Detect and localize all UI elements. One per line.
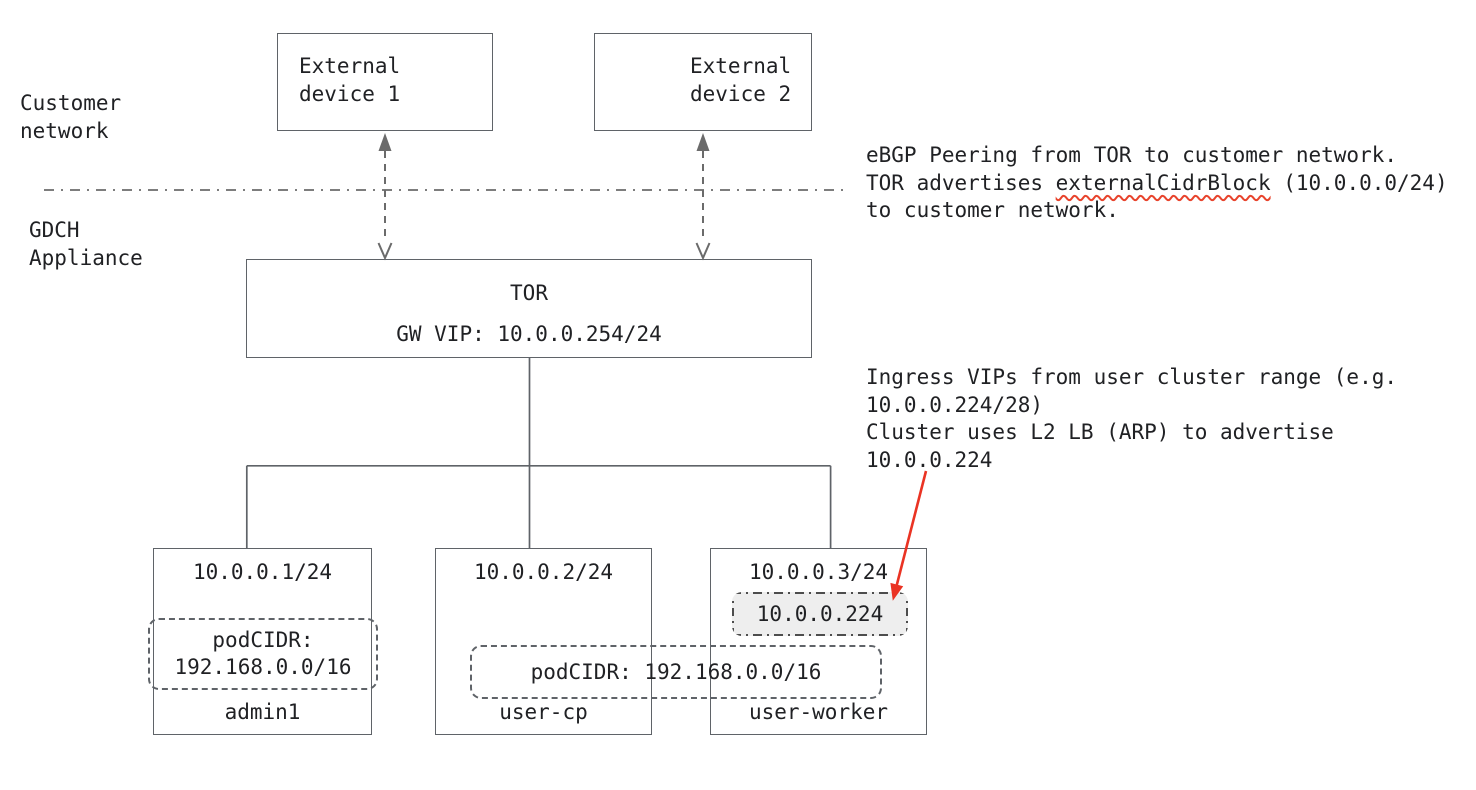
admin1-ip-label: 10.0.0.1/24 [192, 560, 333, 584]
ebgp-annotation-line2: TOR advertises externalCidrBlock (10.0.0… [866, 170, 1448, 198]
user-cp-node-box: 10.0.0.2/24 user-cp [435, 548, 652, 735]
tor-box: TOR GW VIP: 10.0.0.254/24 [246, 259, 812, 358]
ebgp-annotation-line3: to customer network. [866, 198, 1119, 222]
ebgp-link-2-down-arrowhead [695, 242, 711, 261]
tor-gw-vip-label: GW VIP: 10.0.0.254/24 [396, 322, 662, 346]
admin1-pod-cidr-box: podCIDR: 192.168.0.0/16 [148, 618, 378, 690]
ebgp-link-2-up-arrowhead [696, 133, 710, 151]
ebgp-peering-annotation: eBGP Peering from TOR to customer networ… [866, 142, 1448, 225]
ingress-vip-box: 10.0.0.224 [732, 592, 908, 636]
ebgp-line2-misspelling: externalCidrBlock [1055, 170, 1271, 195]
external-device-2-label: External device 2 [690, 54, 792, 106]
external-device-2-box: External device 2 [594, 33, 812, 131]
user-worker-name-label: user-worker [748, 700, 889, 724]
user-cp-ip-label: 10.0.0.2/24 [473, 560, 614, 584]
ingress-vip-annotation: Ingress VIPs from user cluster range (e.… [866, 365, 1398, 472]
customer-network-label: Customer network [20, 91, 122, 143]
admin1-name-label: admin1 [224, 700, 301, 724]
user-worker-ip-label: 10.0.0.3/24 [748, 560, 889, 584]
external-device-1-label: External device 1 [299, 54, 401, 106]
ebgp-line2-suffix: (10.0.0.0/24) [1270, 170, 1448, 195]
user-cluster-pod-cidr-box: podCIDR: 192.168.0.0/16 [470, 645, 882, 699]
ebgp-line2-prefix: TOR advertises [866, 170, 1056, 195]
ebgp-link-1-up-arrowhead [378, 133, 392, 151]
ebgp-link-1-down-arrowhead [377, 242, 393, 261]
ebgp-annotation-line1: eBGP Peering from TOR to customer networ… [866, 143, 1398, 167]
user-worker-node-box: 10.0.0.3/24 user-worker [710, 548, 927, 735]
tor-name-label: TOR [510, 281, 548, 305]
admin1-node-box: 10.0.0.1/24 admin1 [153, 548, 372, 735]
external-device-1-box: External device 1 [277, 33, 493, 131]
ingress-vip-label: 10.0.0.224 [756, 602, 884, 626]
user-cp-name-label: user-cp [499, 700, 588, 724]
gdch-appliance-label: GDCH Appliance [29, 218, 143, 270]
